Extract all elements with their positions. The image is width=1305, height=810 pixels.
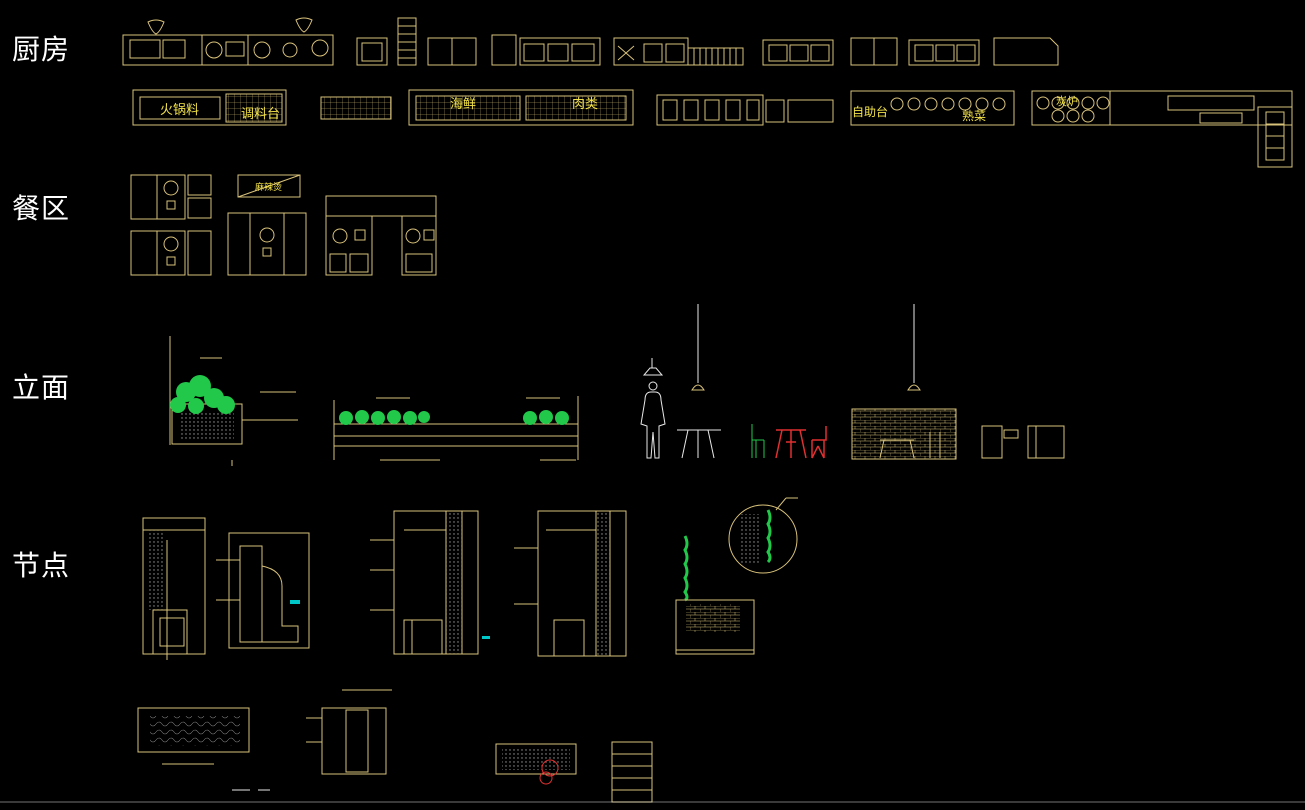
node-detail-2 [370,510,627,657]
section-label-kitchen: 厨房 [12,33,71,66]
label-meat: 肉类 [572,97,598,112]
node-detail-1 [142,517,310,660]
label-seafood: 海鲜 [450,97,476,112]
kitchen-equipment-row-2: 火锅料 调料台 海鲜 肉类 自助台 熟菜 炭炉 [132,89,1293,168]
label-seasoning: 调料台 [241,107,280,122]
section-label-elevation: 立面 [12,371,71,404]
node-detail-3 [675,497,798,655]
label-dish: 麻辣烫 [255,181,282,193]
label-cooked: 熟菜 [962,108,986,123]
label-hotpot: 火锅料 [160,102,199,118]
section-label-node: 节点 [12,549,71,582]
elevation-wall-planter [333,396,579,461]
elevation-figure-table-chairs [640,304,1065,460]
section-label-dining: 餐区 [12,192,71,225]
label-stove: 炭炉 [1056,95,1078,108]
label-buffet: 自助台 [852,104,888,119]
dining-booths: 麻辣烫 [130,174,437,276]
elevation-planter [169,336,298,466]
kitchen-equipment-row-1 [122,17,1059,66]
node-detail-4 [0,689,1305,803]
